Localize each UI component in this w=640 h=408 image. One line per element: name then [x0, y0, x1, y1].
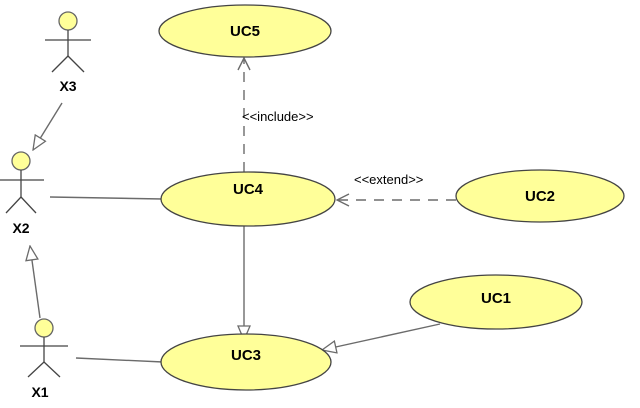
- use-case-uc3-label: UC3: [231, 347, 261, 364]
- use-case-uc5[interactable]: UC5: [158, 4, 332, 58]
- actor-x3-label: X3: [59, 78, 76, 94]
- actor-x2-label: X2: [12, 220, 29, 236]
- use-case-uc3[interactable]: UC3: [160, 333, 332, 391]
- actor-x1[interactable]: X1: [20, 318, 68, 400]
- actor-x3-head-icon: [58, 11, 78, 31]
- use-case-uc2[interactable]: UC2: [455, 169, 625, 223]
- use-case-uc4[interactable]: UC4: [160, 171, 336, 227]
- actor-x1-label: X1: [31, 384, 48, 400]
- generalization-uc1-uc3: [322, 323, 441, 350]
- generalization-x1-x2: [30, 246, 41, 319]
- include-stereotype-label: <<include>>: [242, 109, 314, 124]
- actor-x3[interactable]: X3: [45, 11, 91, 94]
- use-case-uc1[interactable]: UC1: [409, 274, 583, 330]
- actor-x1-head-icon: [34, 318, 54, 338]
- use-case-uc2-label: UC2: [525, 188, 555, 205]
- extend-stereotype-label: <<extend>>: [354, 172, 423, 187]
- association-x2-uc4: [49, 196, 164, 200]
- use-case-uc5-label: UC5: [230, 23, 260, 40]
- association-x1-uc3: [75, 357, 164, 363]
- generalization-x3-x2: [33, 102, 63, 150]
- actor-x2-head-icon: [11, 151, 31, 171]
- actor-x2[interactable]: X2: [0, 151, 44, 236]
- use-case-uc4-label: UC4: [233, 181, 264, 198]
- use-case-uc1-label: UC1: [481, 290, 511, 307]
